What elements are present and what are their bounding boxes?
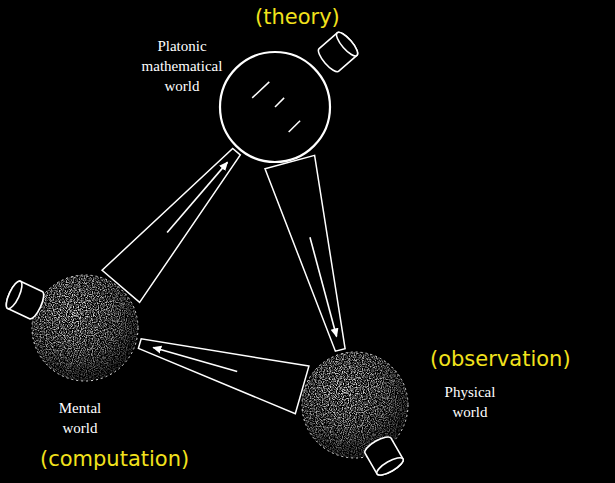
world-label: Physical world xyxy=(435,382,505,422)
world-label: Mental world xyxy=(40,398,120,438)
viewing-cone xyxy=(138,339,309,414)
viewing-cone xyxy=(265,155,345,351)
viewing-cone xyxy=(102,149,240,303)
world-sphere: (observation)Physical world xyxy=(300,350,410,460)
viewer-cup xyxy=(315,30,360,75)
world-label: Platonic mathematical world xyxy=(132,36,232,96)
role-label: (theory) xyxy=(255,4,385,30)
viewer-cup xyxy=(3,279,46,321)
role-label: (computation) xyxy=(40,446,240,472)
viewer-cup xyxy=(363,434,406,478)
role-label: (observation) xyxy=(430,346,610,372)
world-sphere-outline xyxy=(300,350,410,460)
world-sphere: Mental world(computation) xyxy=(30,273,140,383)
world-sphere: (theory)Platonic mathematical world xyxy=(218,50,332,164)
world-sphere-outline xyxy=(30,273,140,383)
world-sphere-outline xyxy=(218,50,332,164)
